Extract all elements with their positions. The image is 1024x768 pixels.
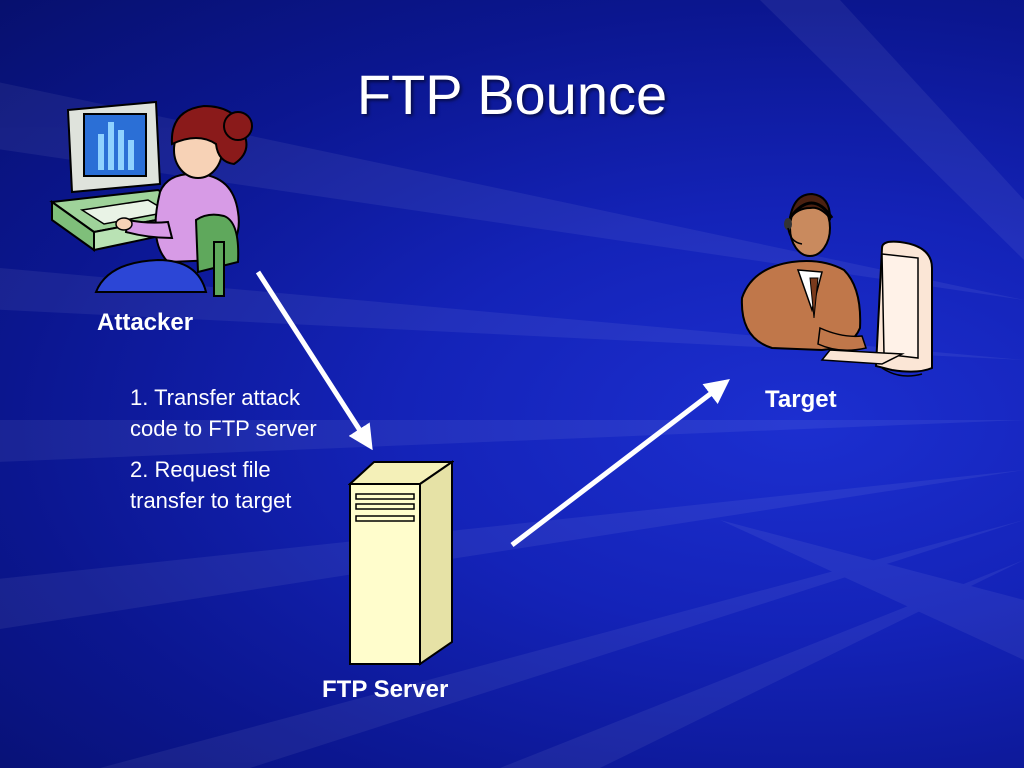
server-label: FTP Server <box>322 676 449 703</box>
step-2: 2. Request file transfer to target <box>130 457 292 513</box>
slide-title: FTP Bounce <box>356 63 668 126</box>
arrow-attacker-to-server <box>255 270 373 451</box>
steps-text: 1. Transfer attack code to FTP server 2.… <box>130 382 340 526</box>
attacker-icon <box>49 100 253 297</box>
arrow-server-to-target <box>510 378 730 547</box>
target-label: Target <box>765 386 837 413</box>
step-1: 1. Transfer attack code to FTP server <box>130 385 317 441</box>
server-tower-icon <box>348 460 454 666</box>
target-icon <box>740 192 933 377</box>
attacker-label: Attacker <box>97 309 194 336</box>
